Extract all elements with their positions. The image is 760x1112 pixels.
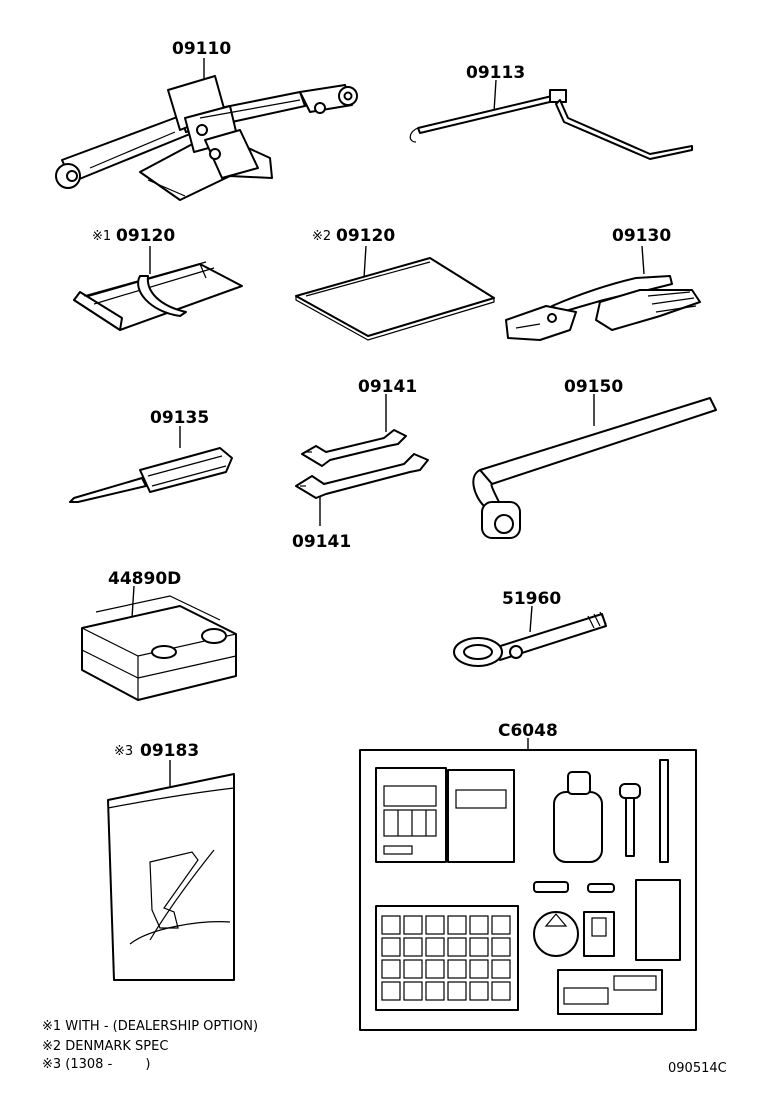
sticker-cell: [425, 937, 445, 957]
sticker-cell: [403, 959, 423, 979]
sticker-cell: [403, 937, 423, 957]
sticker-cell: [491, 937, 511, 957]
part-number-warning-plate: 09183: [140, 741, 199, 761]
pliers-illustration: [505, 245, 701, 341]
sticker-cell: [381, 915, 401, 935]
sticker-cell: [491, 981, 511, 1001]
screwdriver-illustration: [69, 426, 233, 503]
diagram-code: 090514C: [668, 1061, 727, 1076]
warning-plate-bag-illustration: [107, 760, 235, 981]
jack-handle-illustration: [409, 79, 693, 160]
sticker-cell: [447, 981, 467, 1001]
part-number-tool-bag-1: 09120: [116, 226, 175, 246]
part-number-screwdriver: 09135: [150, 408, 209, 428]
mark-dealership-option: ※1: [92, 229, 111, 244]
sticker-cell: [447, 915, 467, 935]
note-dealership-option: ※1 WITH - (DEALERSHIP OPTION): [42, 1019, 258, 1034]
part-number-towing-eye: 51960: [502, 589, 561, 609]
tire-repair-kit-illustration: [81, 585, 237, 701]
part-number-pliers: 09130: [612, 226, 671, 246]
sticker-cell: [447, 959, 467, 979]
part-number-jack: 09110: [172, 39, 231, 59]
repair-set-illustration: [359, 738, 697, 1031]
sticker-cell: [425, 959, 445, 979]
mark-denmark-spec: ※2: [312, 229, 331, 244]
part-number-wrench-bottom: 09141: [292, 532, 351, 552]
note-denmark-spec: ※2 DENMARK SPEC: [42, 1039, 168, 1054]
sticker-cell: [381, 959, 401, 979]
sticker-cell: [469, 981, 489, 1001]
part-number-repair-set: C6048: [498, 721, 558, 741]
jack-illustration: [55, 58, 358, 201]
sticker-cell: [425, 915, 445, 935]
sticker-cell: [381, 937, 401, 957]
part-number-repair-kit: 44890D: [108, 569, 181, 589]
sticker-cell: [469, 937, 489, 957]
sticker-cell: [469, 915, 489, 935]
sticker-cell: [491, 959, 511, 979]
sticker-cell: [425, 981, 445, 1001]
wrenches-illustration: [295, 394, 429, 526]
part-number-wheel-wrench: 09150: [564, 377, 623, 397]
mark-date-range: ※3: [114, 744, 133, 759]
sticker-cell: [491, 915, 511, 935]
note-date-range: ※3 (1308 - ): [42, 1057, 150, 1072]
part-number-wrench-top: 09141: [358, 377, 417, 397]
sticker-cell: [403, 981, 423, 1001]
sticker-cell: [469, 959, 489, 979]
sticker-cell: [403, 915, 423, 935]
towing-eye-illustration: [453, 605, 607, 667]
tool-bag-flat-illustration: [295, 245, 495, 341]
tool-bag-rolled-illustration: [73, 246, 243, 331]
part-number-tool-bag-2: 09120: [336, 226, 395, 246]
sticker-grid: [381, 915, 511, 1001]
wheel-wrench-illustration: [472, 394, 717, 539]
sticker-cell: [381, 981, 401, 1001]
part-number-jack-handle: 09113: [466, 63, 525, 83]
sticker-cell: [447, 937, 467, 957]
